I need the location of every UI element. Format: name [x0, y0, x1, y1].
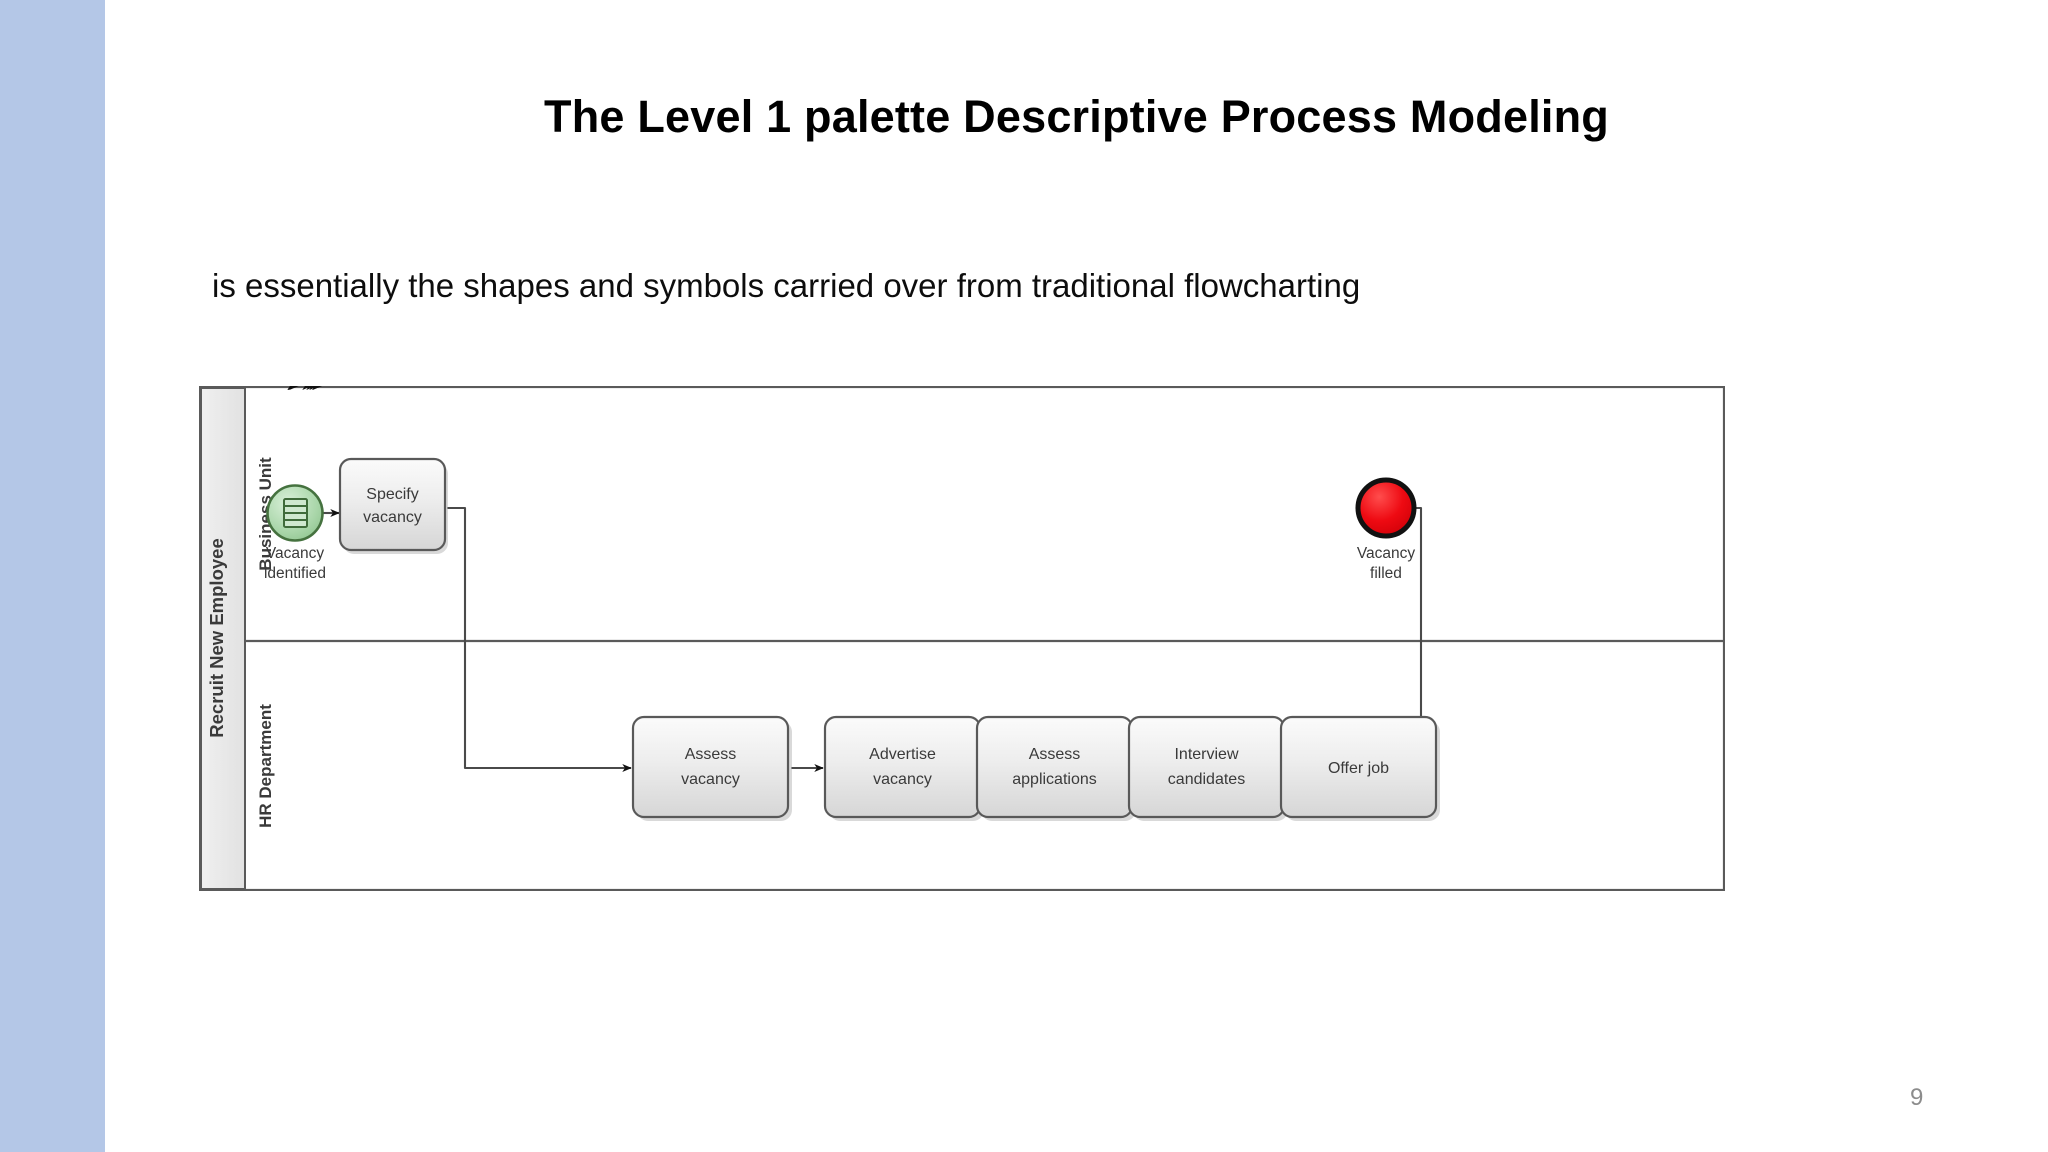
task-label-line2: candidates	[1168, 771, 1245, 788]
task-label-line1: Assess	[685, 746, 737, 763]
conditional-rule-icon	[283, 498, 308, 528]
task-specify-vacancy[interactable]: Specify vacancy	[338, 457, 448, 554]
lane-header-business-unit: Business Unit	[256, 457, 275, 571]
slide-subtitle: is essentially the shapes and symbols ca…	[212, 267, 1361, 304]
task-label-line2: vacancy	[873, 771, 932, 788]
page-number: 9	[1910, 1084, 1924, 1111]
task-label-line2: applications	[1012, 771, 1097, 788]
lane-label-hr-department: HR Department	[256, 704, 275, 828]
pool-header: Recruit New Employee	[200, 387, 246, 890]
lane-label-business-unit: Business Unit	[256, 457, 275, 571]
task-label-line1: Interview	[1174, 746, 1238, 763]
sequence-flow-specify-to-assess-vacancy	[447, 506, 632, 773]
task-label-line1: Advertise	[869, 746, 936, 763]
end-event-label-line2: filled	[1370, 565, 1402, 582]
task-label-line1: Offer job	[1328, 760, 1389, 777]
task-label-line2: vacancy	[681, 771, 740, 788]
task-assess-vacancy[interactable]: Assess vacancy	[631, 715, 792, 821]
start-event-label-line1: Vacancy	[266, 545, 325, 562]
task-advertise-vacancy[interactable]: Advertise vacancy	[823, 715, 984, 821]
task-offer-job[interactable]: Offer job	[1279, 715, 1440, 821]
pool-label: Recruit New Employee	[206, 538, 227, 737]
page-title: The Level 1 palette Descriptive Process …	[544, 91, 1609, 142]
end-event-label-line1: Vacancy	[1357, 545, 1416, 562]
end-event-vacancy-filled[interactable]: Vacancy filled	[1355, 477, 1417, 582]
task-label-line1: Assess	[1029, 746, 1081, 763]
start-event-label-line2: identified	[264, 565, 326, 582]
task-assess-applications[interactable]: Assess applications	[975, 715, 1136, 821]
task-label-line2: vacancy	[363, 509, 422, 526]
task-label-line1: Specify	[366, 486, 418, 503]
start-event-vacancy-identified[interactable]: Vacancy identified	[264, 484, 326, 583]
lane-header-hr-department: HR Department	[256, 704, 275, 828]
task-interview-candidates[interactable]: Interview candidates	[1127, 715, 1288, 821]
bpmn-diagram: Recruit New Employee Business Unit HR De…	[199, 386, 1725, 891]
slide-side-band	[0, 0, 105, 1152]
